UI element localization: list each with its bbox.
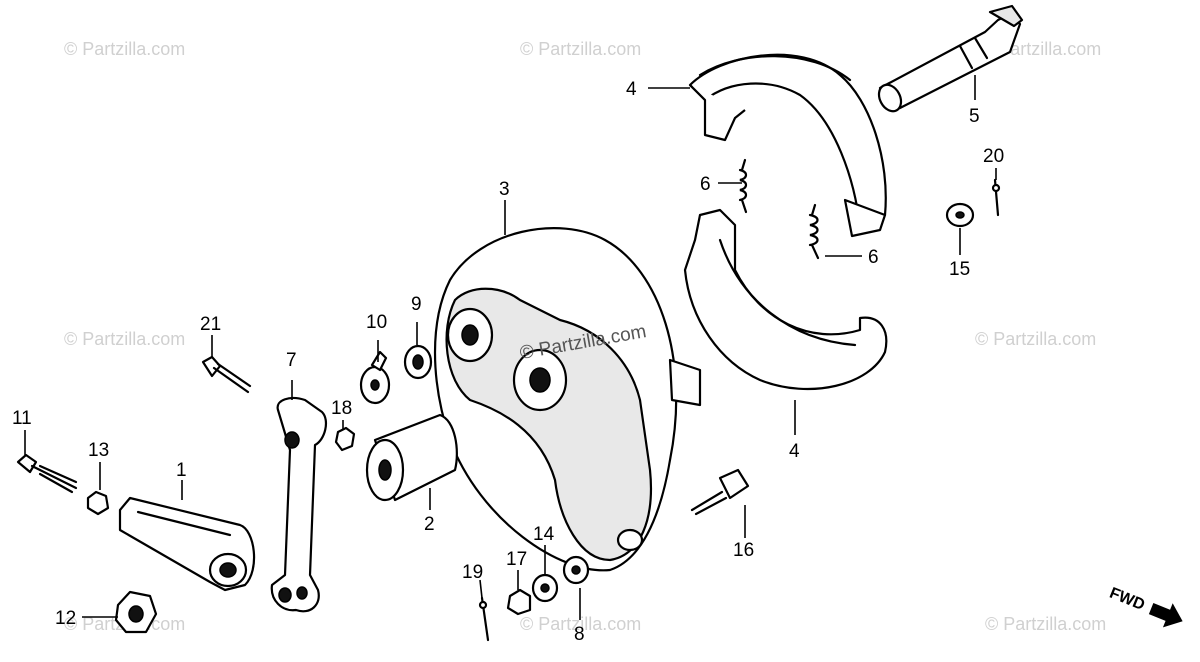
callout-9: 9 xyxy=(411,294,422,315)
watermarks: © Partzilla.com © Partzilla.com © Partzi… xyxy=(64,39,1106,634)
leader-lines xyxy=(24,75,997,620)
part-5-brake-cam xyxy=(877,4,1024,113)
part-7-brake-arm xyxy=(270,396,328,613)
forward-direction-indicator: FWD xyxy=(1107,585,1183,628)
part-1-brake-arm xyxy=(118,496,256,592)
part-9-washer xyxy=(403,344,433,380)
callout-8: 8 xyxy=(574,624,585,645)
part-8-washer xyxy=(562,555,590,585)
callout-1: 1 xyxy=(176,460,187,481)
callout-18: 18 xyxy=(331,398,352,419)
watermark: © Partzilla.com xyxy=(64,39,185,59)
part-18-nut xyxy=(334,426,356,452)
callout-16: 16 xyxy=(733,540,754,561)
part-19-cotter-pin xyxy=(478,596,490,642)
part-13-nut xyxy=(86,490,110,516)
part-2-collar xyxy=(365,413,458,502)
callout-14: 14 xyxy=(533,524,555,545)
watermark: © Partzilla.com xyxy=(520,614,641,634)
callout-15: 15 xyxy=(949,259,970,280)
part-3-brake-panel xyxy=(433,227,702,572)
callout-20: 20 xyxy=(983,146,1004,167)
callout-4-upper: 4 xyxy=(626,79,637,100)
watermark: © Partzilla.com xyxy=(985,614,1106,634)
callout-6-lower: 6 xyxy=(868,247,879,268)
part-11-bolt xyxy=(16,453,78,494)
part-15-washer xyxy=(945,202,975,228)
part-21-bolt xyxy=(201,355,252,394)
callout-19: 19 xyxy=(462,562,483,583)
watermark: © Partzilla.com xyxy=(975,329,1096,349)
callouts: 1 2 3 4 4 5 6 6 7 8 9 10 11 12 13 14 15 … xyxy=(12,79,1004,645)
part-6-spring-lower xyxy=(808,203,820,260)
part-16-pin xyxy=(690,468,750,516)
callout-5: 5 xyxy=(969,106,980,127)
callout-2: 2 xyxy=(424,514,435,535)
part-10-lock-plate xyxy=(359,350,391,405)
arrow-right-icon xyxy=(1148,602,1183,628)
callout-11: 11 xyxy=(12,408,32,429)
callout-3: 3 xyxy=(499,179,510,200)
part-4-brake-shoe-lower xyxy=(683,208,888,391)
callout-13: 13 xyxy=(88,440,109,461)
part-4-brake-shoe-upper xyxy=(688,53,887,238)
callout-21: 21 xyxy=(200,314,221,335)
callout-4-lower: 4 xyxy=(789,441,800,462)
callout-6-upper: 6 xyxy=(700,174,711,195)
fwd-label: FWD xyxy=(1107,585,1147,614)
part-17-nut xyxy=(506,588,532,616)
callout-10: 10 xyxy=(366,312,387,333)
part-6-spring-upper xyxy=(738,158,748,214)
watermark: © Partzilla.com xyxy=(64,329,185,349)
part-14-washer xyxy=(531,573,559,603)
part-12-nut xyxy=(114,590,158,634)
callout-12: 12 xyxy=(55,608,76,629)
callout-7: 7 xyxy=(286,350,297,371)
callout-17: 17 xyxy=(506,549,527,570)
part-20-pin xyxy=(991,178,1001,217)
watermark: © Partzilla.com xyxy=(520,39,641,59)
